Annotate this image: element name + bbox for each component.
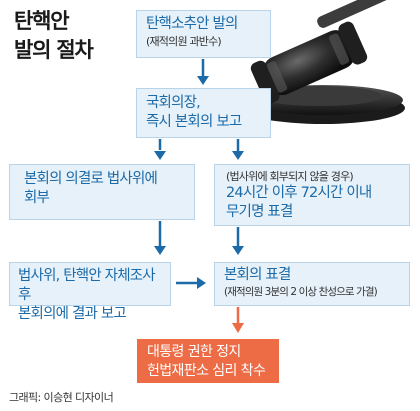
step-motion-main: 탄핵소추안 발의 (146, 16, 238, 32)
step-refer-box: 본회의 의결로 법사위에 회부 (9, 164, 195, 220)
arrowhead-investigate-to-vote (197, 277, 206, 289)
step-refer-line-2: 회부 (24, 190, 50, 206)
arrowhead-refer-to-investigate (154, 246, 166, 255)
step-motion-sub: (재적의원 과반수) (146, 35, 222, 48)
step-direct-line-1: 24시간 이후 72시간 이내 (226, 185, 372, 201)
step-vote-box: 본회의 표결 (재적의원 3분의 2 이상 찬성으로 가결) (214, 262, 410, 306)
step-direct-box: (법사위에 회부되지 않을 경우) 24시간 이후 72시간 이내 무기명 표결 (214, 164, 410, 226)
step-motion-box: 탄핵소추안 발의 (재적의원 과반수) (136, 10, 271, 58)
step-vote-main: 본회의 표결 (224, 267, 291, 283)
title-line-2: 발의 절차 (14, 38, 94, 62)
step-investigate-line-1: 법사위, 탄핵안 자체조사 후 (18, 268, 156, 303)
step-investigate-line-2: 본회의에 결과 보고 (18, 306, 127, 322)
arrowhead-report-to-direct (232, 151, 244, 160)
arrowhead-vote-to-result (232, 323, 244, 333)
title-line-1: 탄핵안 (14, 9, 70, 33)
step-report-line-2: 즉시 본회의 보고 (146, 114, 242, 130)
arrowhead-direct-to-vote (232, 246, 244, 255)
arrowhead-report-to-refer (154, 151, 166, 160)
arrowhead-motion-to-report (197, 76, 209, 85)
step-result-box: 대통령 권한 정지 헌법재판소 심리 착수 (137, 339, 279, 383)
gavel-icon (241, 0, 411, 124)
step-direct-note: (법사위에 회부되지 않을 경우) (226, 170, 354, 183)
step-report-line-1: 국회의장, (146, 95, 201, 111)
graphic-credit: 그래픽: 이승현 디자이너 (9, 391, 114, 404)
step-refer-line-1: 본회의 의결로 법사위에 (24, 171, 158, 187)
step-result-line-1: 대통령 권한 정지 (147, 344, 241, 360)
step-direct-line-2: 무기명 표결 (226, 204, 293, 220)
step-result-line-2: 헌법재판소 심리 착수 (147, 363, 266, 379)
step-report-box: 국회의장, 즉시 본회의 보고 (136, 88, 271, 138)
page-title: 탄핵안 발의 절차 (14, 7, 94, 65)
step-vote-sub: (재적의원 3분의 2 이상 찬성으로 가결) (224, 286, 378, 298)
step-investigate-box: 법사위, 탄핵안 자체조사 후 본회의에 결과 보고 (9, 262, 171, 322)
